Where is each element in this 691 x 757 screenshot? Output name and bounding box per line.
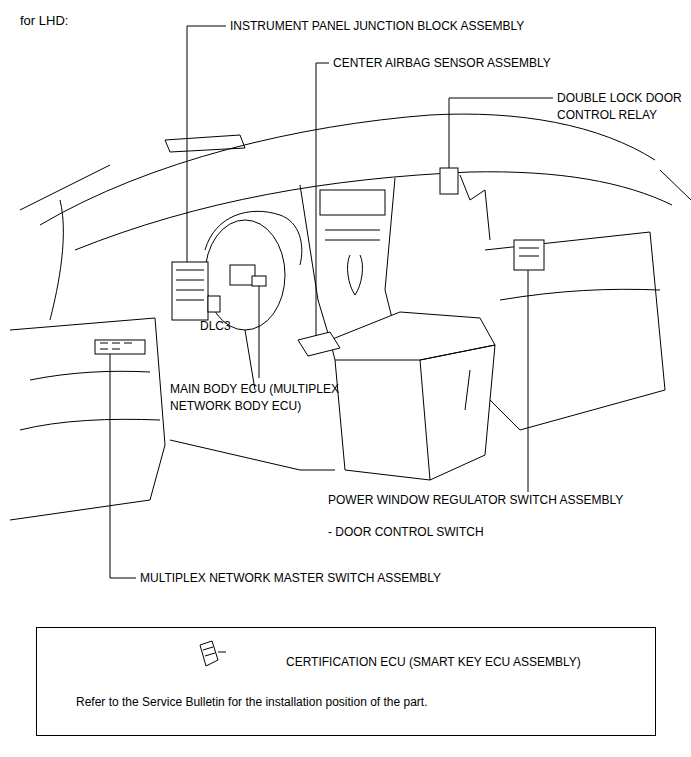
junction-detail [176,270,204,300]
steering-wheel [205,220,285,330]
leader-line [316,63,329,336]
icon-leader [218,652,226,653]
dlc3 [208,296,220,312]
part-name: DOUBLE LOCK DOOR CONTROL RELAY [557,90,685,124]
right-door [485,232,665,430]
junction-block [172,262,208,320]
console [335,360,430,480]
leader-line [528,270,529,492]
leader-line [110,354,136,578]
console-side [420,345,495,480]
floor [170,440,335,470]
part-name: POWER WINDOW REGULATOR SWITCH ASSEMBLY [328,492,623,509]
steering-hub [230,265,255,285]
part-name: DLC3 [200,318,231,335]
shifter [348,255,363,295]
leader-line [187,26,226,262]
controls [325,230,380,240]
lock-relay [440,168,458,194]
door-line [20,419,160,430]
part-name: CENTER AIRBAG SENSOR ASSEMBLY [333,55,551,72]
door-line [30,371,150,380]
door-line [500,289,660,300]
diagram-title: for LHD: [20,12,68,29]
part-name: MULTIPLEX NETWORK MASTER SWITCH ASSEMBLY [140,570,441,587]
pillar [50,200,63,320]
switch-detail [519,248,539,256]
armrest [330,312,495,360]
a-pillar [660,170,691,200]
part-name: MAIN BODY ECU (MULTIPLEX NETWORK BODY EC… [170,381,370,415]
window-switch [514,240,544,270]
ecu-icon-detail [203,647,215,656]
vent [165,135,245,152]
dash-top [40,114,655,225]
left-door [10,318,165,520]
switch-detail [100,343,132,349]
glovebox [460,175,490,240]
note-box: CERTIFICATION ECU (SMART KEY ECU ASSEMBL… [36,627,656,736]
center-stack [385,178,395,330]
master-switch [95,340,145,354]
body-ecu [252,276,266,286]
dash-edge [75,172,672,250]
display [320,190,385,215]
leader-line [259,286,260,378]
airbag-sensor [298,332,340,356]
leader-line [449,98,553,168]
part-name: - DOOR CONTROL SWITCH [328,524,484,541]
note-text: Refer to the Service Bulletin for the in… [76,694,428,710]
column [245,330,255,390]
center-stack [300,185,330,340]
ecu-icon [200,641,218,666]
console-detail [465,370,470,410]
part-name: CERTIFICATION ECU (SMART KEY ECU ASSEMBL… [286,654,581,670]
cluster-hood [205,211,302,265]
a-pillar [20,165,110,210]
part-name: INSTRUMENT PANEL JUNCTION BLOCK ASSEMBLY [230,18,524,35]
